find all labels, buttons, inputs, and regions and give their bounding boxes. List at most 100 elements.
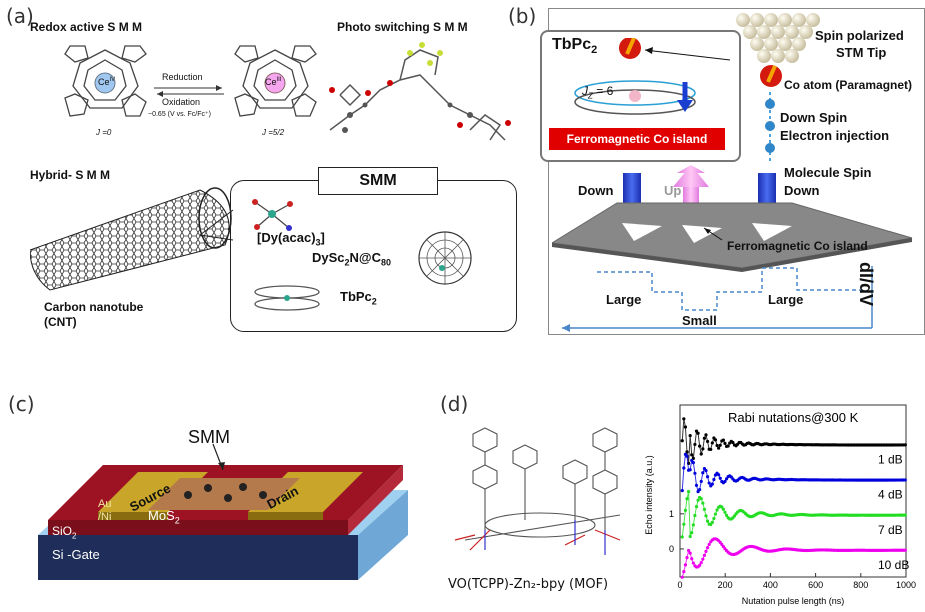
y-tick-label: 1 [669,509,674,519]
photo-switching-molecule-image [329,42,511,141]
co-island-surface [552,202,913,272]
mos2-label: MoS [148,508,175,523]
didv-step-plot [562,266,873,332]
data-point [718,443,722,447]
data-point [704,514,708,518]
photo-title: Photo switching S M M [337,20,468,34]
chart-title: Rabi nutations@300 K [728,410,859,425]
data-point [680,439,684,443]
data-point [683,425,688,429]
au-label: Au [98,498,112,510]
stm-tip-line2: STM Tip [836,45,887,60]
data-point [709,447,713,452]
mof-caption: VO(TCPP)-Zn₂-bpy (MOF) [448,577,609,592]
data-point [723,479,727,484]
molecule-spin-line1: Molecule Spin [784,165,872,180]
cnt-abbrev: (CNT) [44,315,77,329]
inset-tbpc2-label: TbPc [552,36,592,53]
co-atom-label: Co atom (Paramagnet) [784,78,913,92]
data-point [705,439,710,444]
cnt-label: Carbon nanotube [44,300,144,314]
data-point [693,442,697,447]
data-point [685,497,689,501]
tbpc2-spin-image [574,38,730,115]
series-label: 1 dB [878,453,903,467]
y-ticks: 01 [669,509,684,554]
data-point [699,452,703,456]
data-point [682,417,686,421]
down-spin-line1: Down Spin [780,110,848,125]
data-point [699,479,703,484]
data-point [699,497,703,501]
j52-label: J =5/2 [262,128,285,137]
data-point [694,504,699,509]
rabi-chart: Rabi nutations@300 K Nutation pulse leng… [644,404,916,606]
dy-acac-label: [Dy(acac) [257,230,316,245]
inset-red-bar: Ferromagnetic Co island [549,128,725,150]
data-point [723,441,727,445]
data-point [715,508,719,512]
data-point [713,438,718,442]
data-point [701,501,705,505]
data-point [712,477,716,482]
data-point [680,489,684,493]
data-point [699,560,703,565]
data-point [710,520,714,524]
redox-arrows [154,85,224,97]
zoom-lines [199,209,234,241]
series-label: 7 dB [878,523,903,537]
carbon-nanotube-image [30,187,232,291]
data-point [682,570,686,574]
data-point [683,508,688,513]
stm-tip-line1: Spin polarized [815,28,904,43]
data-point [707,542,711,547]
data-point [721,507,725,511]
data-point [710,441,714,445]
j0-label: J =0 [96,128,112,137]
ce-iv-molecule-image [64,45,147,117]
molecule-spin-line2: Down [784,183,820,198]
data-point [691,460,695,465]
stm-tip-image [736,13,820,87]
down-spin-line2: Electron injection [780,128,890,143]
data-point [717,446,721,450]
data-point [682,522,686,526]
panel-a-label: (a) [6,4,34,28]
data-point [731,440,735,445]
data-point [688,534,692,539]
data-point [704,468,708,473]
plot-frame [679,404,907,578]
data-point [903,513,907,517]
ce-iv-label: Ce [98,77,110,87]
series-label: 10 dB [878,558,909,572]
x-tick-label: 800 [853,580,868,590]
data-point [718,476,722,480]
data-point [726,444,730,448]
tbpc2-label: TbPc [340,289,372,304]
data-point [701,557,705,561]
oxidation-label: Oxidation [162,97,201,107]
data-point [712,516,716,521]
hybrid-title: Hybrid- S M M [30,168,110,182]
panel-b-label: (b) [508,4,537,28]
fullerene-image [418,231,472,285]
small-label: Small [682,313,717,328]
data-point [686,548,691,553]
series-line [681,538,906,578]
data-point [903,478,907,482]
data-point [685,556,689,560]
data-point [705,519,710,523]
panel-c-label: (c) [8,392,35,416]
potential-label: −0.65 (V vs. Fc/Fc⁺) [148,111,212,118]
co-island-label: Ferromagnetic Co island [727,239,868,253]
y-tick-label: 0 [669,544,674,554]
data-point [702,507,707,511]
smm-box-title: SMM [318,167,438,195]
tbpc2-molecule-image [254,285,320,311]
data-point [704,433,708,437]
data-point [724,477,729,481]
data-point [698,563,702,567]
dy-acac-sub: 3 [315,237,321,248]
down-spin-electrons [765,92,775,162]
